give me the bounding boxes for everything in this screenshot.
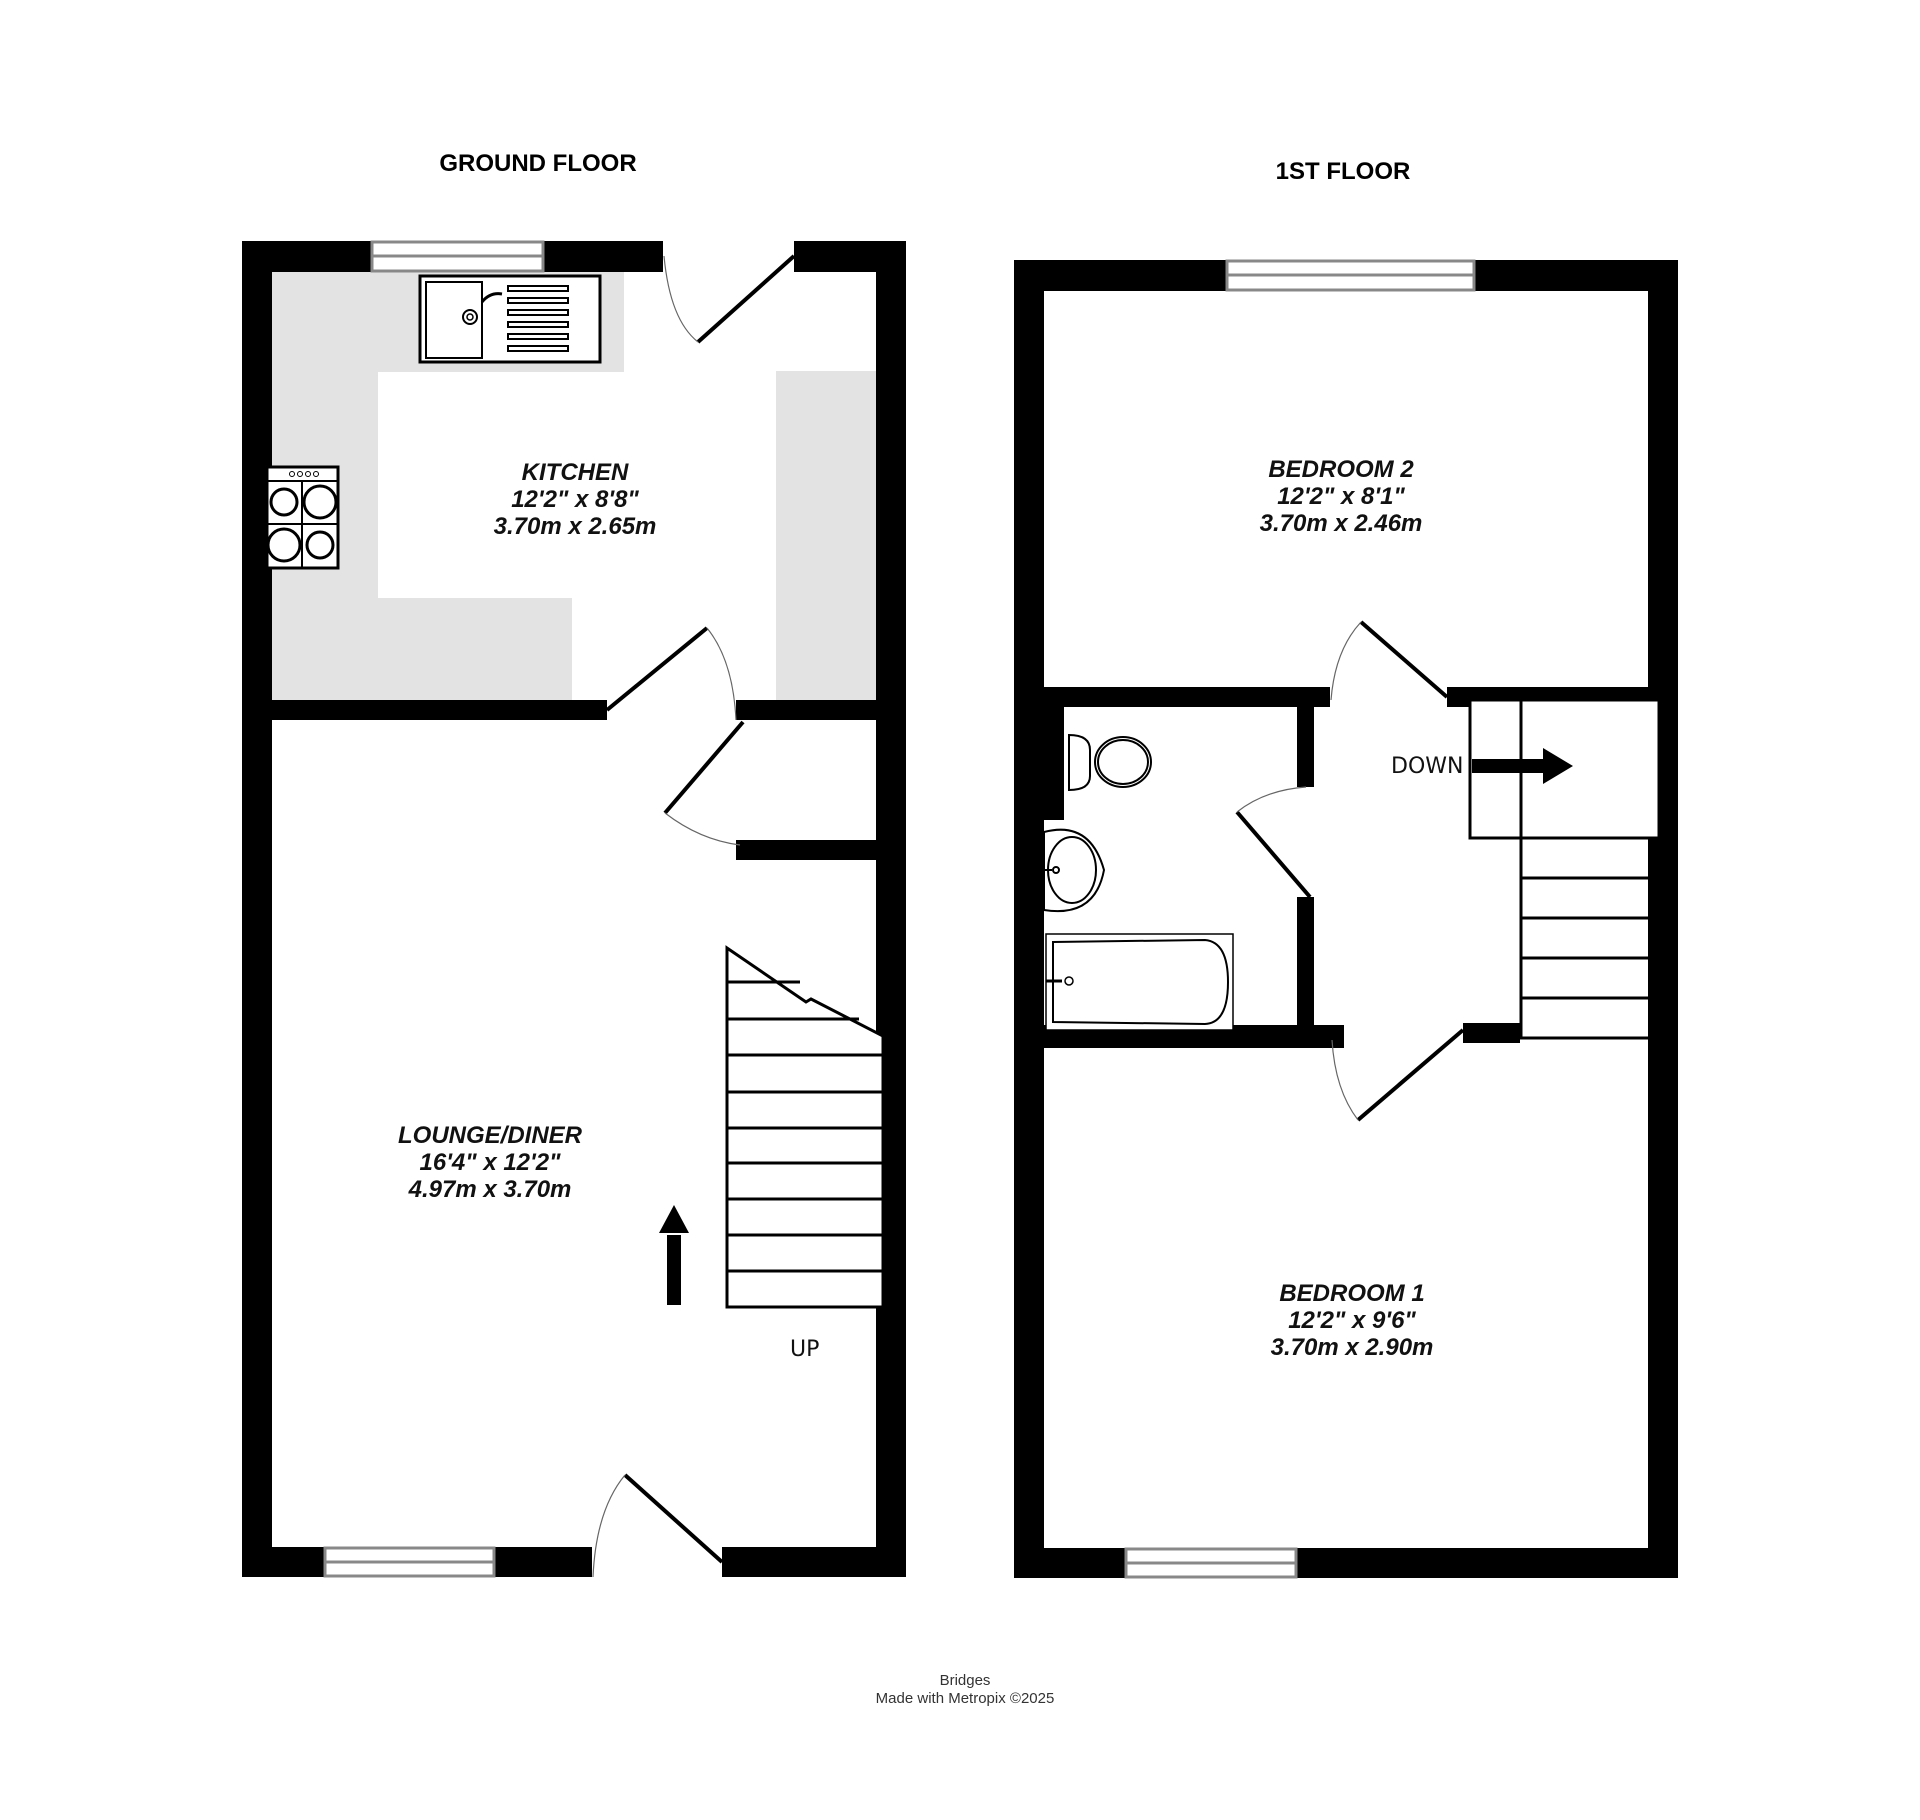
bath-icon <box>1045 933 1234 1031</box>
hob-icon <box>265 465 340 570</box>
room-dimensions-metric: 3.70m x 2.65m <box>493 513 657 540</box>
bedroom2-window <box>1225 259 1476 292</box>
room-label-lounge-diner: LOUNGE/DINER 16'4" x 12'2" 4.97m x 3.70m <box>398 1122 582 1203</box>
room-name: KITCHEN <box>521 459 629 486</box>
first-floor-stairs <box>1468 698 1661 1040</box>
room-dimensions-metric: 4.97m x 3.70m <box>408 1176 572 1203</box>
room-dimensions-imperial: 12'2" x 9'6" <box>1288 1307 1416 1334</box>
agent-name: Bridges <box>939 1672 991 1689</box>
cupboard-door <box>663 720 745 846</box>
room-name: BEDROOM 2 <box>1268 456 1414 483</box>
front-door <box>592 1473 724 1578</box>
room-dimensions-imperial: 12'2" x 8'8" <box>511 486 639 513</box>
sink-icon <box>418 274 602 364</box>
ground-floor-walls <box>242 241 906 1577</box>
bedroom1-door <box>1331 1028 1465 1122</box>
first-floor-plan <box>1014 259 1678 1579</box>
ground-floor-title: GROUND FLOOR <box>439 150 637 177</box>
room-dimensions-metric: 3.70m x 2.90m <box>1270 1334 1434 1361</box>
bedroom1-window <box>1124 1547 1298 1579</box>
first-floor-title: 1ST FLOOR <box>1275 158 1411 185</box>
stairs-up-arrow-icon <box>659 1205 689 1305</box>
bathroom-door <box>1235 786 1312 899</box>
bedroom2-door <box>1330 620 1449 701</box>
kitchen-window <box>370 240 545 273</box>
basin-icon <box>1042 828 1106 913</box>
ground-floor-stairs <box>725 945 885 1309</box>
room-dimensions-imperial: 12'2" x 8'1" <box>1277 483 1405 510</box>
stairs-down-label: DOWN <box>1391 754 1464 779</box>
lounge-window <box>323 1546 496 1578</box>
toilet-icon <box>1068 733 1152 792</box>
ground-floor-plan <box>242 240 906 1578</box>
kitchen-back-door <box>663 254 796 344</box>
room-label-bedroom-1: BEDROOM 1 12'2" x 9'6" 3.70m x 2.90m <box>1271 1280 1434 1361</box>
first-floor-walls <box>1014 260 1678 1578</box>
footer-credit: Bridges Made with Metropix ©2025 <box>876 1672 1055 1708</box>
room-name: BEDROOM 1 <box>1279 1280 1425 1307</box>
made-with-credit: Made with Metropix ©2025 <box>875 1690 1055 1707</box>
room-dimensions-imperial: 16'4" x 12'2" <box>419 1149 561 1176</box>
room-dimensions-metric: 3.70m x 2.46m <box>1259 510 1423 537</box>
room-name: LOUNGE/DINER <box>397 1122 583 1149</box>
kitchen-lounge-door <box>605 626 737 721</box>
room-label-bedroom-2: BEDROOM 2 12'2" x 8'1" 3.70m x 2.46m <box>1260 456 1423 537</box>
room-label-kitchen: KITCHEN 12'2" x 8'8" 3.70m x 2.65m <box>494 459 657 540</box>
stairs-up-label: UP <box>790 1337 820 1362</box>
stairs-down-arrow-icon <box>1472 748 1573 784</box>
